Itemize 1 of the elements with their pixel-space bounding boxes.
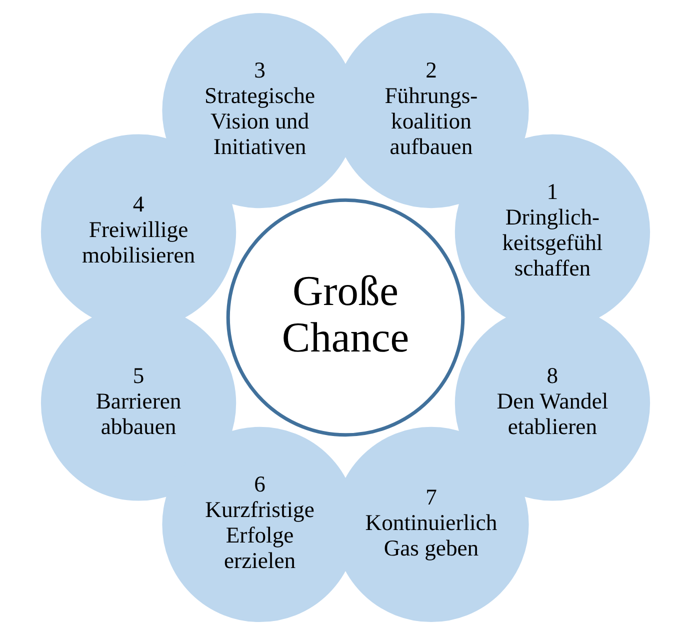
node-circle: Große Chance [226,198,465,437]
